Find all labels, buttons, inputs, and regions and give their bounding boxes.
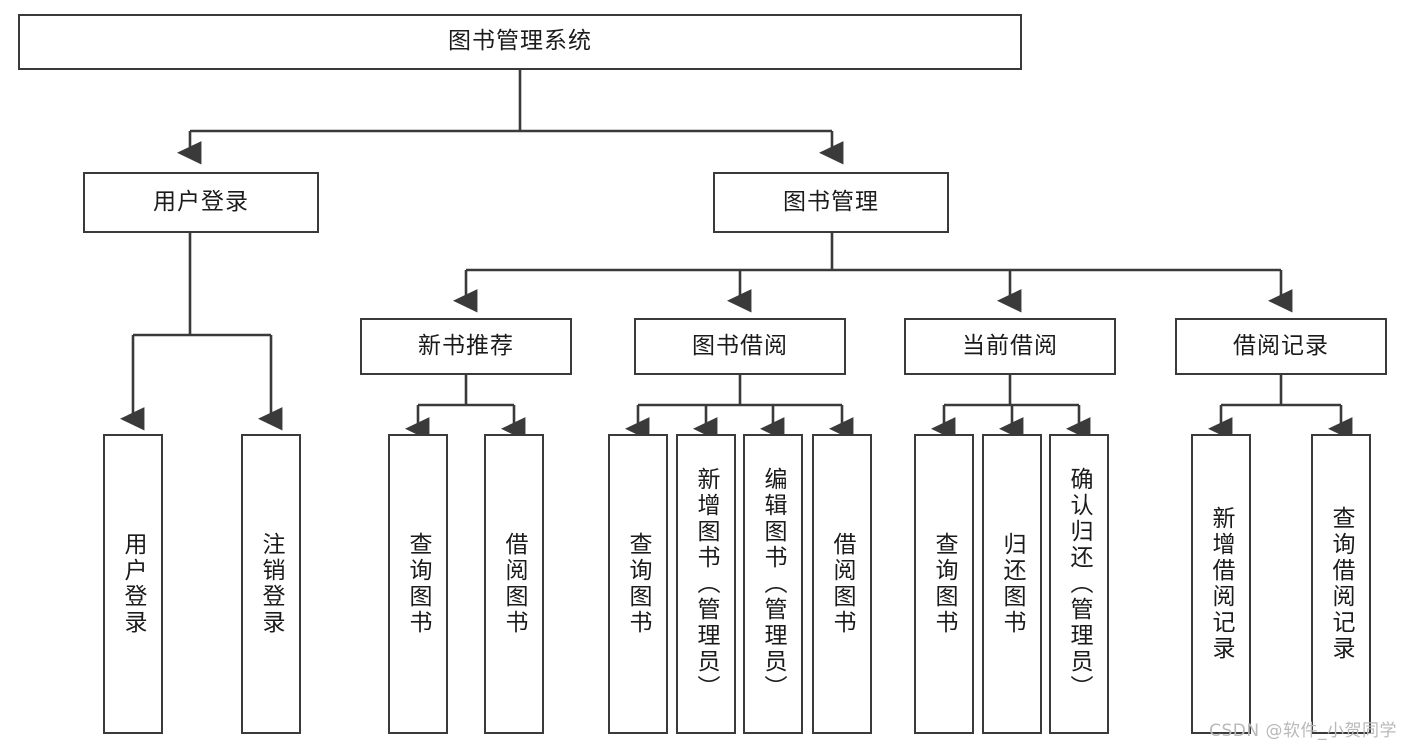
leaf-borrow-add-book-label: 新增图书（管理员） xyxy=(693,467,720,701)
leaf-current-query-book-label: 查询图书 xyxy=(931,532,958,636)
leaf-newbook-borrow-book[interactable]: 借阅图书 xyxy=(484,434,544,734)
leaf-newbook-query-book-label: 查询图书 xyxy=(405,532,432,636)
leaf-record-add-record-label: 新增借阅记录 xyxy=(1208,506,1235,662)
leaf-borrow-edit-book[interactable]: 编辑图书（管理员） xyxy=(743,434,803,734)
node-borrow-record[interactable]: 借阅记录 xyxy=(1175,318,1387,375)
node-book-borrow[interactable]: 图书借阅 xyxy=(634,318,846,375)
leaf-borrow-borrow-book[interactable]: 借阅图书 xyxy=(812,434,872,734)
leaf-borrow-borrow-book-label: 借阅图书 xyxy=(829,532,856,636)
leaf-logout-label: 注销登录 xyxy=(258,532,285,636)
leaf-current-confirm-return[interactable]: 确认归还（管理员） xyxy=(1049,434,1109,734)
csdn-watermark: CSDN @软件_小贺同学 xyxy=(1209,721,1397,741)
leaf-record-query-record-label: 查询借阅记录 xyxy=(1328,506,1355,662)
node-root-system[interactable]: 图书管理系统 xyxy=(18,14,1022,70)
node-new-book-recommend[interactable]: 新书推荐 xyxy=(360,318,572,375)
leaf-current-return-book-label: 归还图书 xyxy=(999,532,1026,636)
leaf-current-query-book[interactable]: 查询图书 xyxy=(914,434,974,734)
leaf-user-login[interactable]: 用户登录 xyxy=(103,434,163,734)
node-current-borrow[interactable]: 当前借阅 xyxy=(904,318,1116,375)
node-book-management-label: 图书管理 xyxy=(783,188,879,215)
leaf-borrow-add-book[interactable]: 新增图书（管理员） xyxy=(676,434,736,734)
node-root-system-label: 图书管理系统 xyxy=(448,28,592,55)
node-user-login-label: 用户登录 xyxy=(153,188,249,215)
leaf-record-add-record[interactable]: 新增借阅记录 xyxy=(1191,434,1251,734)
leaf-record-query-record[interactable]: 查询借阅记录 xyxy=(1311,434,1371,734)
node-book-management[interactable]: 图书管理 xyxy=(713,172,949,233)
leaf-borrow-query-book[interactable]: 查询图书 xyxy=(608,434,668,734)
leaf-logout[interactable]: 注销登录 xyxy=(241,434,301,734)
leaf-borrow-edit-book-label: 编辑图书（管理员） xyxy=(760,467,787,701)
node-user-login[interactable]: 用户登录 xyxy=(83,172,319,233)
node-book-borrow-label: 图书借阅 xyxy=(692,332,788,359)
leaf-newbook-borrow-book-label: 借阅图书 xyxy=(501,532,528,636)
leaf-current-return-book[interactable]: 归还图书 xyxy=(982,434,1042,734)
leaf-user-login-label: 用户登录 xyxy=(120,532,147,636)
leaf-borrow-query-book-label: 查询图书 xyxy=(625,532,652,636)
node-current-borrow-label: 当前借阅 xyxy=(962,332,1058,359)
leaf-current-confirm-return-label: 确认归还（管理员） xyxy=(1066,467,1093,701)
node-borrow-record-label: 借阅记录 xyxy=(1233,332,1329,359)
node-new-book-recommend-label: 新书推荐 xyxy=(418,332,514,359)
leaf-newbook-query-book[interactable]: 查询图书 xyxy=(388,434,448,734)
